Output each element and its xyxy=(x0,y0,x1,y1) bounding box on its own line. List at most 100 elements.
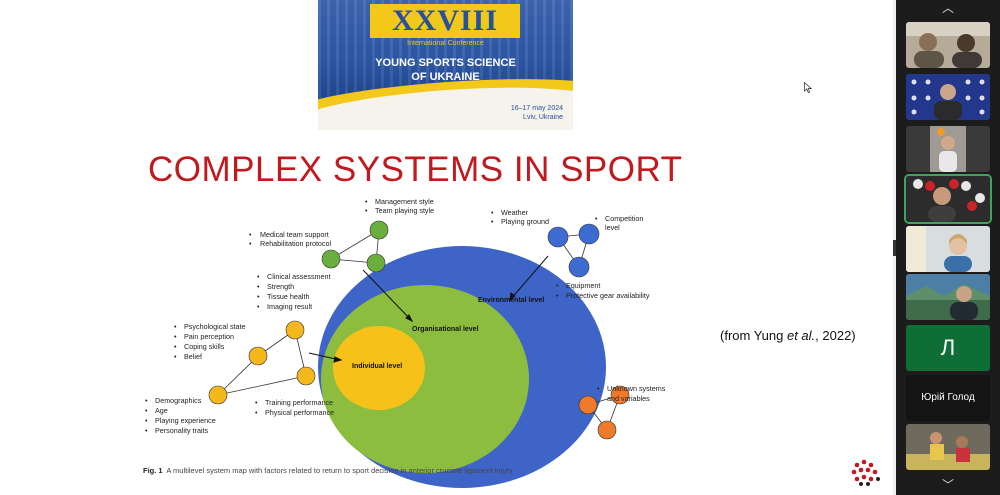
factor-text: Age xyxy=(155,406,168,415)
factor-item: • xyxy=(145,396,148,405)
node-orange xyxy=(578,395,598,415)
arrow-environmental xyxy=(509,255,549,301)
node-blue xyxy=(547,226,569,248)
figure-caption: Fig. 1 A multilevel system map with fact… xyxy=(143,466,513,475)
participant-tile[interactable] xyxy=(906,22,990,68)
factor-text: Belief xyxy=(184,352,202,361)
citation-prefix: (from Yung xyxy=(720,328,787,343)
panel-resize-handle[interactable] xyxy=(893,240,896,256)
participant-name-tile[interactable]: Юрій Голод xyxy=(906,375,990,421)
factor-item: • xyxy=(249,230,252,239)
factor-item: • xyxy=(174,332,177,341)
node-blue xyxy=(568,256,590,278)
participant-tile[interactable] xyxy=(906,424,990,470)
factor-item: • xyxy=(255,398,258,407)
factor-item: • xyxy=(174,342,177,351)
university-logo xyxy=(851,459,880,486)
participant-video xyxy=(906,424,990,470)
participant-video xyxy=(906,176,990,222)
node-green xyxy=(321,249,341,269)
citation-suffix: , 2022) xyxy=(815,328,856,343)
participant-video xyxy=(906,74,990,120)
factor-group-training: •Training performance •Physical performa… xyxy=(255,398,334,417)
factor-item: • xyxy=(491,208,494,217)
multilevel-system-map: Environmental level Organisational level… xyxy=(145,197,666,488)
node-orange xyxy=(597,420,617,440)
factor-group-psychological: • Psychological state • Pain perception • C… xyxy=(174,322,246,361)
participant-tile-active[interactable] xyxy=(906,176,990,222)
factor-item: • xyxy=(597,384,600,393)
node-yellow xyxy=(285,320,305,340)
conference-banner: XXVIII International Conference YOUNG SP… xyxy=(318,0,573,130)
node-blue xyxy=(578,223,600,245)
factor-text: Training performance xyxy=(265,398,333,407)
arrow-head-environmental xyxy=(509,292,516,302)
node-green xyxy=(366,253,386,273)
participant-tile[interactable] xyxy=(906,274,990,320)
factor-text: Unknown systems xyxy=(607,384,666,393)
factor-text: Psychological state xyxy=(184,322,246,331)
participant-avatar-initial[interactable]: Л xyxy=(906,325,990,371)
presentation-slide: XXVIII International Conference YOUNG SP… xyxy=(143,0,880,488)
factor-item: • xyxy=(257,272,260,281)
arrow-head-individual xyxy=(333,356,343,363)
participant-tile[interactable] xyxy=(906,126,990,172)
edge xyxy=(217,375,307,396)
node-orange xyxy=(610,385,630,405)
individual-level-ellipse xyxy=(333,326,425,410)
factor-group-unknown: •Unknown systems and variables xyxy=(597,384,666,403)
factor-item: • xyxy=(365,197,368,206)
factor-text: level xyxy=(605,223,620,232)
conference-location: Lviv, Ukraine xyxy=(523,114,563,121)
factor-item: • xyxy=(174,322,177,331)
factor-group-medical: •Medical team support •Rehabilitation pr… xyxy=(249,230,332,248)
factor-item: • xyxy=(145,416,148,425)
citation: (from Yung et al., 2022) xyxy=(720,328,856,343)
nodes xyxy=(208,220,630,440)
node-yellow xyxy=(296,366,316,386)
factor-group-weather: • Weather • Playing ground xyxy=(491,208,549,226)
factor-text: Weather xyxy=(501,208,529,217)
edge xyxy=(217,355,259,396)
factor-text: Medical team support xyxy=(260,230,329,239)
node-green xyxy=(369,220,389,240)
factor-group-demographics: •Demographics •Age •Playing experience •… xyxy=(145,396,216,435)
factor-item: • xyxy=(556,291,559,300)
factor-text: Tissue health xyxy=(267,292,309,301)
factor-lists: • Management style • Team playing style • M… xyxy=(145,197,666,435)
factor-group-management: • Management style • Team playing style xyxy=(365,197,434,215)
factor-text: Management style xyxy=(375,197,434,206)
factor-text: Rehabilitation protocol xyxy=(260,239,332,248)
factor-item: • xyxy=(174,352,177,361)
factor-item: • xyxy=(491,217,494,226)
factor-text: Coping skills xyxy=(184,342,225,351)
conference-dates: 16–17 may 2024 Lviv, Ukraine xyxy=(511,104,563,122)
participant-tile[interactable] xyxy=(906,74,990,120)
factor-text: Playing ground xyxy=(501,217,549,226)
factor-text: Pain perception xyxy=(184,332,234,341)
factor-item: • xyxy=(257,292,260,301)
factor-group-equipment: •Equipment •Protective gear availability xyxy=(556,281,650,300)
factor-group-clinical: •Clinical assessment •Strength •Tissue h… xyxy=(257,272,331,311)
participant-video xyxy=(906,126,990,172)
factor-item: • xyxy=(365,206,368,215)
participant-video xyxy=(906,22,990,68)
factor-text: Competition xyxy=(605,214,643,223)
scroll-up-icon[interactable]: ︿ xyxy=(941,1,954,15)
factor-item: • xyxy=(595,214,598,223)
factor-group-competition: • Competition level xyxy=(595,214,643,232)
factor-text: Playing experience xyxy=(155,416,216,425)
factor-text: Physical performance xyxy=(265,408,334,417)
factor-item: • xyxy=(145,426,148,435)
factor-text: Team playing style xyxy=(375,206,434,215)
conference-number: XXVIII xyxy=(370,4,520,38)
participant-tile[interactable] xyxy=(906,226,990,272)
factor-text: Imaging result xyxy=(267,302,312,311)
factor-item: • xyxy=(257,302,260,311)
scroll-down-icon[interactable]: ﹀ xyxy=(941,478,954,492)
citation-etal: et al. xyxy=(786,328,816,343)
conference-name: YOUNG SPORTS SCIENCE OF UKRAINE xyxy=(318,56,573,84)
factor-text: Strength xyxy=(267,282,294,291)
factor-text: Personality traits xyxy=(155,426,209,435)
figure-caption-text: A multilevel system map with factors rel… xyxy=(166,466,513,475)
